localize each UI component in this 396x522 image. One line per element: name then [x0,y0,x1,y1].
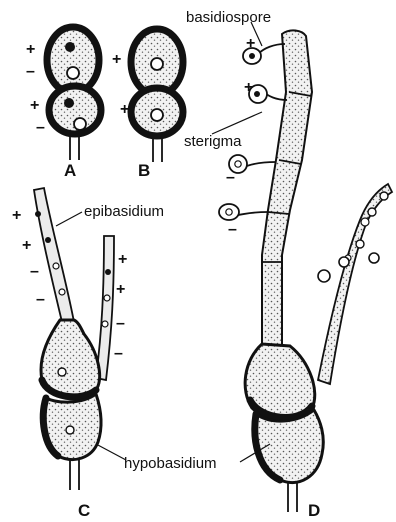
panel-d-basidium [219,30,392,512]
sign-a-plus-2: + [30,97,39,114]
panel-c-letter: C [78,501,90,520]
sign-c-plus-2: + [22,237,31,254]
basidiospore-label: basidiospore [186,9,271,26]
sign-c-plus-4: + [116,281,125,298]
sign-c-minus-4: – [114,345,123,362]
sign-c-minus-1: – [30,263,39,280]
panel-b-letter: B [138,161,150,180]
sign-c-minus-2: – [36,291,45,308]
panel-a-basidium [47,27,101,160]
sign-d-minus-2: – [228,221,237,238]
sterigma-label: sterigma [184,133,242,150]
panel-b-basidium [131,29,183,162]
sign-a-minus-2: – [36,119,45,136]
sign-a-minus-1: – [26,63,35,80]
sign-b-plus-1: + [112,51,121,68]
sign-c-plus-3: + [118,251,127,268]
sign-c-minus-3: – [116,315,125,332]
sign-c-plus-1: + [12,207,21,224]
sign-d-plus-2: + [244,79,253,96]
sign-a-plus-1: + [26,41,35,58]
panel-a-letter: A [64,161,76,180]
panel-d-letter: D [308,501,320,520]
sign-b-plus-2: + [120,101,129,118]
hypobasidium-label: hypobasidium [124,455,217,472]
epibasidium-label: epibasidium [84,203,164,220]
sign-d-plus-1: + [246,35,255,52]
sign-d-minus-1: – [226,169,235,186]
panel-c-basidium [34,188,114,490]
